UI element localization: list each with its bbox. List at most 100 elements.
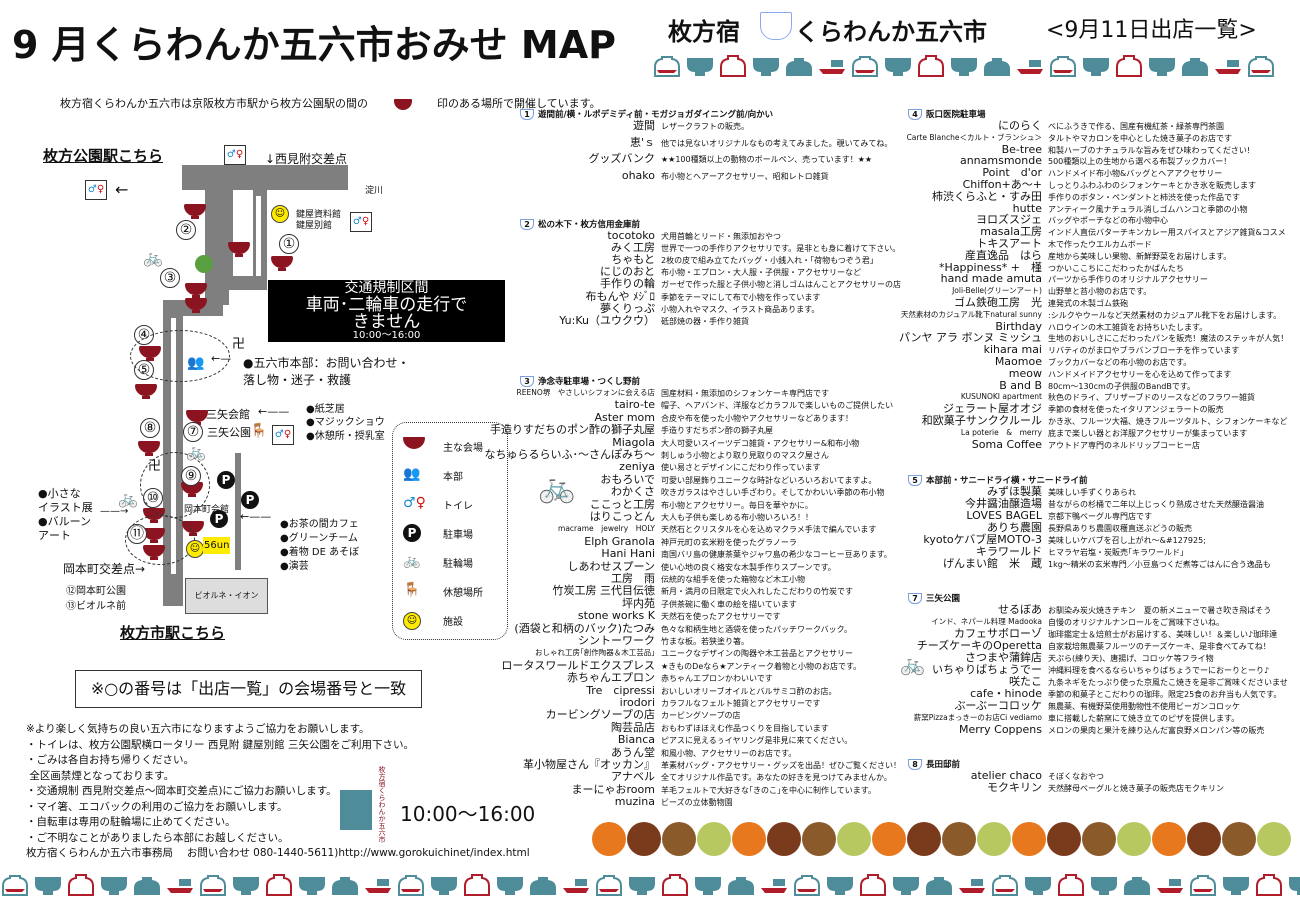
shop-description: 大人可愛いスイーツデコ雑貨・アクセサリー&和布小物	[661, 438, 860, 448]
legend-item: 🪑休憩場所	[403, 580, 503, 604]
shop-name: カフェサボローゾ	[954, 627, 1042, 640]
shop-description: レザークラフトの販売。	[661, 122, 749, 131]
shop-name: Bianca	[617, 733, 655, 747]
shop-name: B and B	[999, 378, 1042, 392]
shop-row: モクキリン天然酵母ベーグルと焼き菓子の販売店モクキリン	[300, 781, 1224, 794]
venue-number: ⑧	[140, 418, 160, 438]
shop-description: 羊毛フェルトで大好きな｢きのこ｣を中心に制作しています。	[661, 785, 876, 795]
shop-row: 赤ちゃんエプロン赤ちゃんエプロンかわいいです	[300, 672, 773, 684]
pear-icon	[1117, 822, 1151, 856]
shop-description: 天然石とクリスタルを心を込めマクラメ手法で編んでいます	[661, 525, 877, 535]
shop-row: *Happiness* + 槿つかいここちにこだわったかばんたち	[300, 261, 1184, 274]
shop-description: 南国バリ島の健康茶葉やジャワ島の希少なコーヒー豆あります。	[661, 550, 892, 560]
note-line: ・ご不明なことがありましたら本部にお越しください。	[26, 831, 289, 844]
hq-label-2: 落し物・迷子・救護	[243, 373, 352, 387]
left-event: アート	[38, 529, 71, 542]
venue-bowl-icon	[184, 204, 206, 219]
legend-label: 施設	[443, 617, 463, 628]
chestnut-icon	[907, 822, 941, 856]
chair-icon: 🪑	[250, 423, 268, 439]
okamoto-event: ●着物 DE あそぼ	[280, 547, 360, 558]
toilet-icon: ♂♀	[224, 145, 246, 165]
shop-name: tocotoko	[607, 229, 655, 242]
persimmon-icon	[732, 822, 766, 856]
hq-label-1: ●五六市本部：お問い合わせ・	[243, 356, 410, 370]
shop-row: REENO堺 やさしいシフォンに会える店国産材料・無添加のシフォンケーキ専門店で…	[300, 387, 829, 399]
shop-name: ヨロズスジェ	[976, 213, 1042, 227]
shop-row: みずほ製菓美味しい手ずくりあられ	[300, 486, 1136, 498]
note-line: ・自転車は専用の駐輪場に止めてください。	[26, 816, 236, 828]
pattern-bowl-icon	[497, 877, 523, 895]
traffic-line3: きません	[352, 312, 421, 332]
traffic-line2: 車両･二輪車の走行で	[305, 295, 468, 315]
brand-left: 枚方宿	[668, 18, 740, 46]
shop-name: モクキリン	[987, 781, 1042, 794]
mitsuya-koen-label: 三矢公園	[207, 426, 251, 439]
toilet-icon: ♂♀	[85, 180, 107, 200]
kagiya-label-2: 鍵屋別館	[296, 221, 333, 231]
shop-description: 新月・満月の日限定で火入れしたこだわりの竹炭です	[661, 587, 853, 597]
kagiya-label-1: 鍵屋資料館	[296, 210, 342, 220]
shop-description: 美味しいケバブを召し上がれ～&#127925;	[1048, 536, 1206, 545]
shop-description: 使い易さとデザインにこだわり作っています	[661, 463, 821, 473]
shop-name: kyotoケバブ屋MOTO-3	[923, 533, 1042, 546]
pattern-boat-icon	[563, 879, 589, 893]
pattern-mound-icon	[134, 877, 160, 895]
pattern-bowl-icon	[1091, 877, 1117, 895]
pattern-covered-bowl-icon	[398, 875, 424, 896]
shop-description: 手造りすだちポン酢の獅子丸屋	[661, 426, 773, 436]
intro-text: 枚方宿くらわんか五六市は京阪枚方市駅から枚方公園駅の間の 印のある場所で開催して…	[60, 95, 601, 111]
shop-row: カフェサボローゾ珈琲鑑定士＆焙煎士がお届けする、美味しい！＆楽しい♪珈琲達	[300, 627, 1277, 640]
shop-name: さつまや蒲鉾店	[965, 651, 1042, 664]
shop-name: ちゃもと	[611, 253, 655, 267]
shop-row: Carte Blanche＜カルト・ブランシュ＞タルトやマカロンを中心とした焼き…	[300, 132, 1232, 144]
headquarters-icon: 👥	[187, 355, 205, 371]
shop-row: わかくさ吹きガラスはやさしい手ざわり。そしてかわいい季節の布小物	[300, 486, 884, 498]
shop-name: hutte	[1012, 201, 1042, 215]
pattern-bowl-icon	[951, 58, 977, 76]
persimmon-icon	[872, 822, 906, 856]
shop-row: シントーワーク竹まな板。若狭塗り箸。	[300, 635, 749, 647]
shop-description: ハロウインの木工雑貨をお持ちいたします。	[1048, 322, 1208, 332]
pattern-bowl-icon	[893, 877, 919, 895]
shop-description: 底まで楽しい器とお洋服アクセサリーが集まっています	[1048, 428, 1248, 438]
shop-name: 工房 雨	[611, 572, 655, 585]
pattern-bowl-icon	[1223, 877, 1249, 895]
shop-name: みく工房	[611, 241, 655, 255]
legend-label: トイレ	[443, 501, 473, 512]
shop-name: 遊間	[633, 119, 655, 132]
shop-name: 革小物屋さん『オッカン』	[523, 758, 655, 771]
shop-name: 手造りすだちのポン酢の獅子丸屋	[490, 423, 655, 437]
pattern-boat-icon	[1215, 60, 1241, 74]
persimmon-icon	[1012, 822, 1046, 856]
bowl-outline-icon	[760, 12, 792, 40]
traffic-restriction-box: 交通規制区間 車両･二輪車の走行で きません 10:00～16:00	[268, 280, 505, 342]
pattern-mound-icon	[728, 877, 754, 895]
shop-name: atelier chaco	[970, 769, 1042, 782]
left-event: ●バルーン	[38, 515, 92, 528]
note-line: ※より楽しく気持ちの良い五六市になりますようご協力をお願いします。	[26, 723, 370, 735]
road-divider	[233, 190, 253, 276]
shop-name: hand made amuta	[940, 272, 1042, 286]
shop-name: ゴム鉄砲工房 光	[954, 296, 1042, 309]
shop-row: 革小物屋さん『オッカン』革素材バッグ・アクセサリー・グッズを出品！ぜひご覧くださ…	[300, 758, 901, 771]
pattern-bowl-icon	[687, 58, 713, 76]
pattern-bowl-icon	[1149, 58, 1175, 76]
shop-description: お馴染み炭火焼きチキン 夏の新メニューで暑さ吹き飛ばそう	[1048, 606, 1272, 615]
shop-name: annamsmonde	[959, 154, 1042, 168]
shop-description: 珈琲鑑定士＆焙煎士がお届けする、美味しい！＆楽しい♪珈琲達	[1048, 630, 1278, 639]
shop-name: KUSUNOKI apartment	[960, 392, 1042, 402]
hours: 10:00～16:00	[400, 802, 536, 826]
shop-row: 遊間レザークラフトの販売。	[300, 119, 749, 132]
shop-row: にじのおと布小物・エプロン・大人服・子供服・アクセサリーなど	[300, 266, 861, 278]
biorne-building: ビオルネ・イオン	[185, 578, 268, 614]
shop-description: 季節の食材を使ったイタリアンジェラートの販売	[1048, 405, 1224, 415]
pattern-mound-icon	[1182, 58, 1208, 76]
pattern-covered-bowl-icon	[654, 56, 680, 77]
